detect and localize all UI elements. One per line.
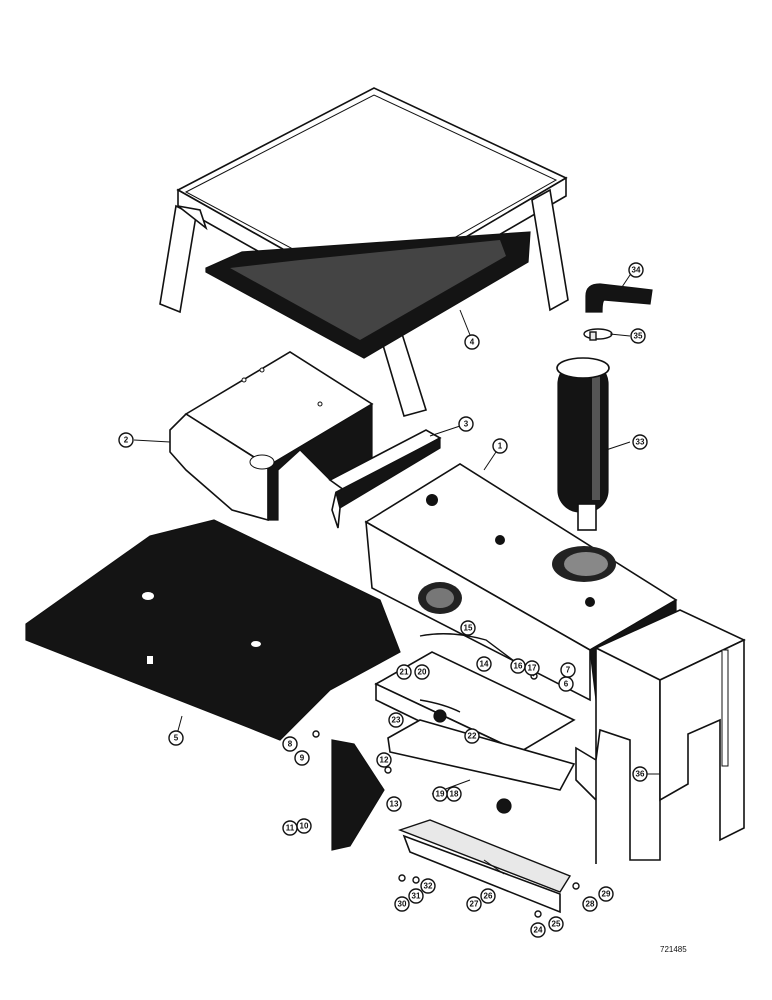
rear-frame [575, 609, 746, 864]
callout-19: 19 [432, 786, 448, 802]
callout-10: 10 [296, 818, 312, 834]
callout-label: 20 [418, 668, 427, 677]
callout-1: 1 [492, 438, 508, 454]
callout-label: 16 [514, 662, 523, 671]
lower-bracket-lower [397, 819, 572, 914]
callout-11: 11 [282, 820, 298, 836]
callout-36: 36 [632, 766, 648, 782]
callout-29: 29 [598, 886, 614, 902]
callout-22: 22 [464, 728, 480, 744]
callout-15: 15 [460, 620, 476, 636]
callout-label: 25 [552, 920, 561, 929]
callout-label: 19 [436, 790, 445, 799]
callout-label: 28 [586, 900, 595, 909]
callout-30: 30 [394, 896, 410, 912]
callout-6: 6 [558, 676, 574, 692]
callout-label: 13 [390, 800, 399, 809]
muffler [556, 357, 610, 531]
wire-harness [419, 633, 535, 814]
callout-label: 11 [286, 824, 295, 833]
foam-pad [205, 231, 531, 359]
callout-34: 34 [628, 262, 644, 278]
callout-28: 28 [582, 896, 598, 912]
hardware-bolts [312, 672, 580, 918]
callout-31: 31 [408, 888, 424, 904]
callout-label: 32 [424, 882, 433, 891]
callout-label: 9 [300, 754, 305, 763]
callout-label: 35 [634, 332, 643, 341]
callout-18: 18 [446, 786, 462, 802]
callout-label: 10 [300, 822, 309, 831]
callout-33: 33 [632, 434, 648, 450]
callout-35: 35 [630, 328, 646, 344]
callout-7: 7 [560, 662, 576, 678]
callout-label: 30 [398, 900, 407, 909]
callout-20: 20 [414, 664, 430, 680]
callout-label: 4 [470, 338, 475, 347]
callout-label: 17 [528, 664, 537, 673]
callout-27: 27 [466, 896, 482, 912]
callout-label: 27 [470, 900, 479, 909]
callout-5: 5 [168, 730, 184, 746]
callout-label: 23 [392, 716, 401, 725]
callout-label: 2 [124, 436, 129, 445]
callout-label: 24 [534, 926, 543, 935]
callout-label: 3 [464, 420, 469, 429]
callout-label: 36 [636, 770, 645, 779]
callout-16: 16 [510, 658, 526, 674]
callout-17: 17 [524, 660, 540, 676]
callout-8: 8 [282, 736, 298, 752]
callout-label: 6 [564, 680, 569, 689]
callout-label: 22 [468, 732, 477, 741]
callout-3: 3 [458, 416, 474, 432]
callout-label: 1 [498, 442, 503, 451]
callout-14: 14 [476, 656, 492, 672]
callout-label: 5 [174, 734, 179, 743]
callout-label: 18 [450, 790, 459, 799]
callout-label: 7 [566, 666, 571, 675]
callout-label: 33 [636, 438, 645, 447]
callout-23: 23 [388, 712, 404, 728]
callout-label: 15 [464, 624, 473, 633]
callout-label: 21 [400, 668, 409, 677]
callout-2: 2 [118, 432, 134, 448]
callout-label: 14 [480, 660, 489, 669]
angle-bracket [328, 429, 442, 529]
callout-32: 32 [420, 878, 436, 894]
callout-13: 13 [386, 796, 402, 812]
callout-label: 12 [380, 756, 389, 765]
muffler-clamp [583, 328, 613, 341]
callout-9: 9 [294, 750, 310, 766]
callout-24: 24 [530, 922, 546, 938]
exhaust-elbow [585, 283, 653, 313]
figure-id: 721485 [660, 945, 687, 954]
callout-12: 12 [376, 752, 392, 768]
callout-26: 26 [480, 888, 496, 904]
callout-4: 4 [464, 334, 480, 350]
floor-mat [25, 519, 401, 741]
callout-21: 21 [396, 664, 412, 680]
callout-label: 34 [632, 266, 641, 275]
callout-label: 8 [288, 740, 293, 749]
callout-label: 31 [412, 892, 421, 901]
callout-label: 29 [602, 890, 611, 899]
callout-label: 26 [484, 892, 493, 901]
callout-25: 25 [548, 916, 564, 932]
side-plate [331, 739, 385, 851]
side-panel [169, 351, 374, 522]
